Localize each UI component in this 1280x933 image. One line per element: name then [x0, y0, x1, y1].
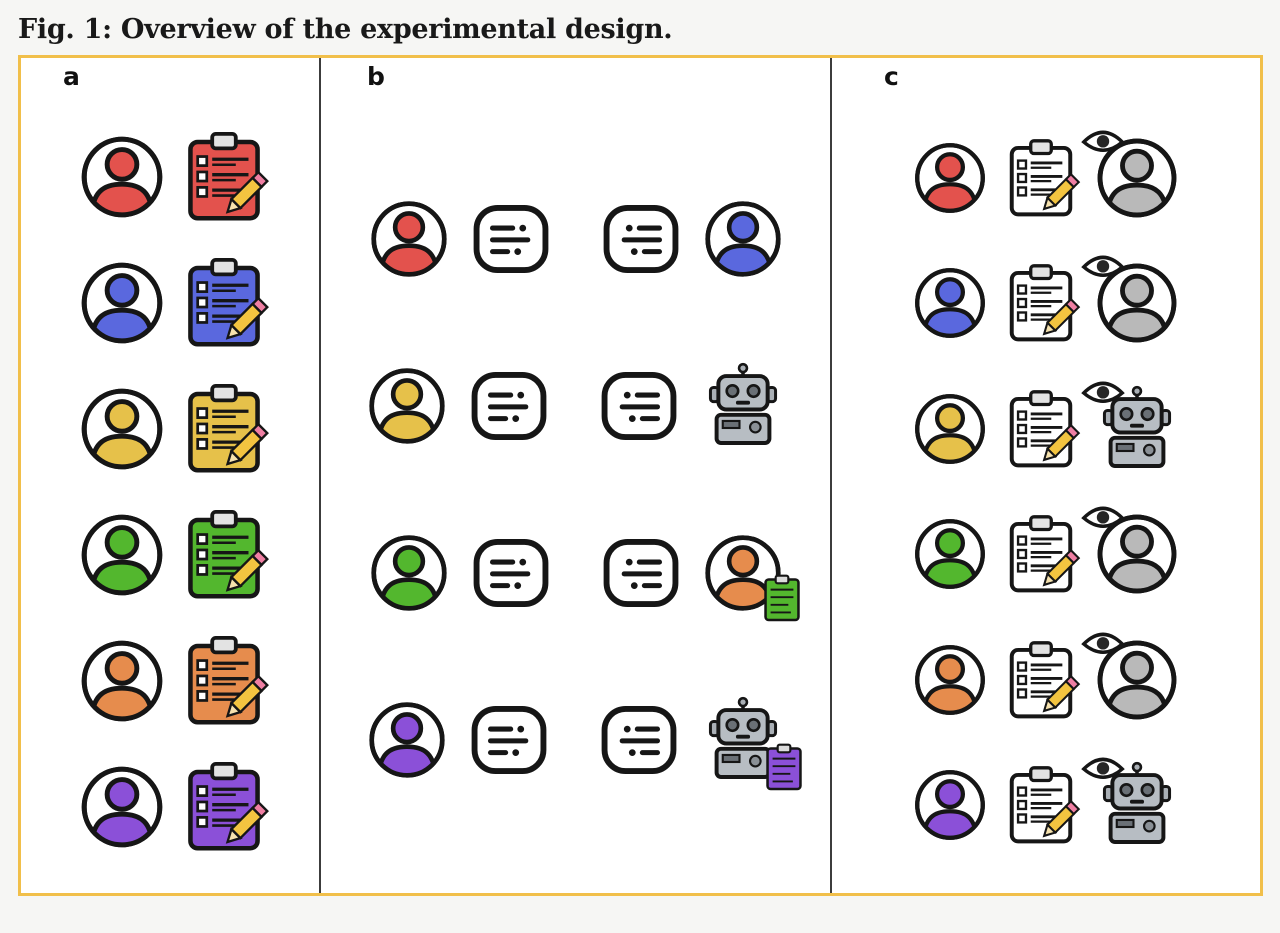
clipboard-icon	[1007, 138, 1081, 218]
figure-row	[321, 696, 830, 791]
observed-robot-icon	[1081, 381, 1181, 473]
panel-b: b	[319, 58, 832, 893]
person-icon	[701, 197, 785, 281]
figure-row	[321, 531, 830, 622]
panel-rows	[832, 96, 1260, 887]
speech-bubble-icon	[467, 698, 551, 782]
person-icon	[911, 641, 989, 719]
figure-row	[21, 509, 319, 600]
person-icon	[367, 197, 451, 281]
person-icon	[77, 132, 167, 222]
figure-row	[21, 131, 319, 222]
eye-icon	[1081, 504, 1125, 532]
figure-row	[21, 257, 319, 348]
clipboard-icon	[185, 257, 269, 348]
panel-a: a	[21, 58, 319, 893]
eye-icon	[1081, 755, 1125, 783]
clipboard-icon	[1007, 389, 1081, 469]
clipboard-icon	[1007, 263, 1081, 343]
figure-row	[321, 197, 830, 281]
figure-row	[21, 761, 319, 852]
person-icon	[911, 264, 989, 342]
person-icon	[911, 515, 989, 593]
clipboard-icon	[1007, 765, 1081, 845]
figure-row	[832, 255, 1260, 347]
figure-row	[21, 635, 319, 726]
person-icon	[365, 364, 449, 448]
person-icon	[911, 139, 989, 217]
eye-icon	[1081, 253, 1125, 281]
panel-label-c: c	[884, 62, 899, 91]
eye-icon	[1081, 630, 1125, 658]
clipboard-icon	[1007, 640, 1081, 720]
clipboard-icon	[1007, 514, 1081, 594]
eye-icon	[1081, 128, 1125, 156]
speech-bubble-icon	[597, 698, 681, 782]
person-icon	[77, 258, 167, 348]
figure-row	[832, 758, 1260, 849]
observed-person-icon	[1081, 255, 1181, 347]
speech-bubble-icon	[469, 197, 553, 281]
clipboard-icon	[185, 509, 269, 600]
figure-row	[832, 506, 1260, 598]
figure-caption: Fig. 1: Overview of the experimental des…	[18, 14, 673, 45]
figure-row	[832, 632, 1260, 724]
speech-bubble-icon	[469, 531, 553, 615]
person-icon	[77, 636, 167, 726]
person-with-clipboard-icon	[701, 531, 800, 622]
person-icon	[77, 762, 167, 852]
clipboard-icon	[185, 635, 269, 726]
speech-bubble-icon	[599, 531, 683, 615]
person-icon	[77, 384, 167, 474]
speech-bubble-icon	[467, 364, 551, 448]
panel-c: c	[832, 58, 1260, 893]
person-icon	[911, 390, 989, 468]
clipboard-icon	[185, 131, 269, 222]
mini-clipboard-icon	[765, 743, 803, 792]
observed-person-icon	[1081, 506, 1181, 598]
panel-label-a: a	[63, 62, 80, 91]
person-icon	[367, 531, 451, 615]
observed-person-icon	[1081, 130, 1181, 222]
eye-icon	[1081, 379, 1125, 407]
panel-rows	[21, 96, 319, 887]
panel-label-b: b	[367, 62, 385, 91]
robot-icon	[699, 362, 787, 450]
clipboard-icon	[185, 761, 269, 852]
figure-row	[21, 383, 319, 474]
figure-row	[832, 130, 1260, 222]
observed-robot-icon	[1081, 758, 1181, 849]
figure-row	[321, 362, 830, 450]
figure-row	[832, 381, 1260, 473]
panel-rows	[321, 116, 830, 865]
robot-with-clipboard-icon	[699, 696, 802, 791]
speech-bubble-icon	[599, 197, 683, 281]
person-icon	[365, 698, 449, 782]
observed-person-icon	[1081, 632, 1181, 724]
speech-bubble-icon	[597, 364, 681, 448]
figure-box: a	[18, 55, 1263, 896]
person-icon	[911, 766, 989, 844]
mini-clipboard-icon	[763, 574, 801, 623]
clipboard-icon	[185, 383, 269, 474]
person-icon	[77, 510, 167, 600]
